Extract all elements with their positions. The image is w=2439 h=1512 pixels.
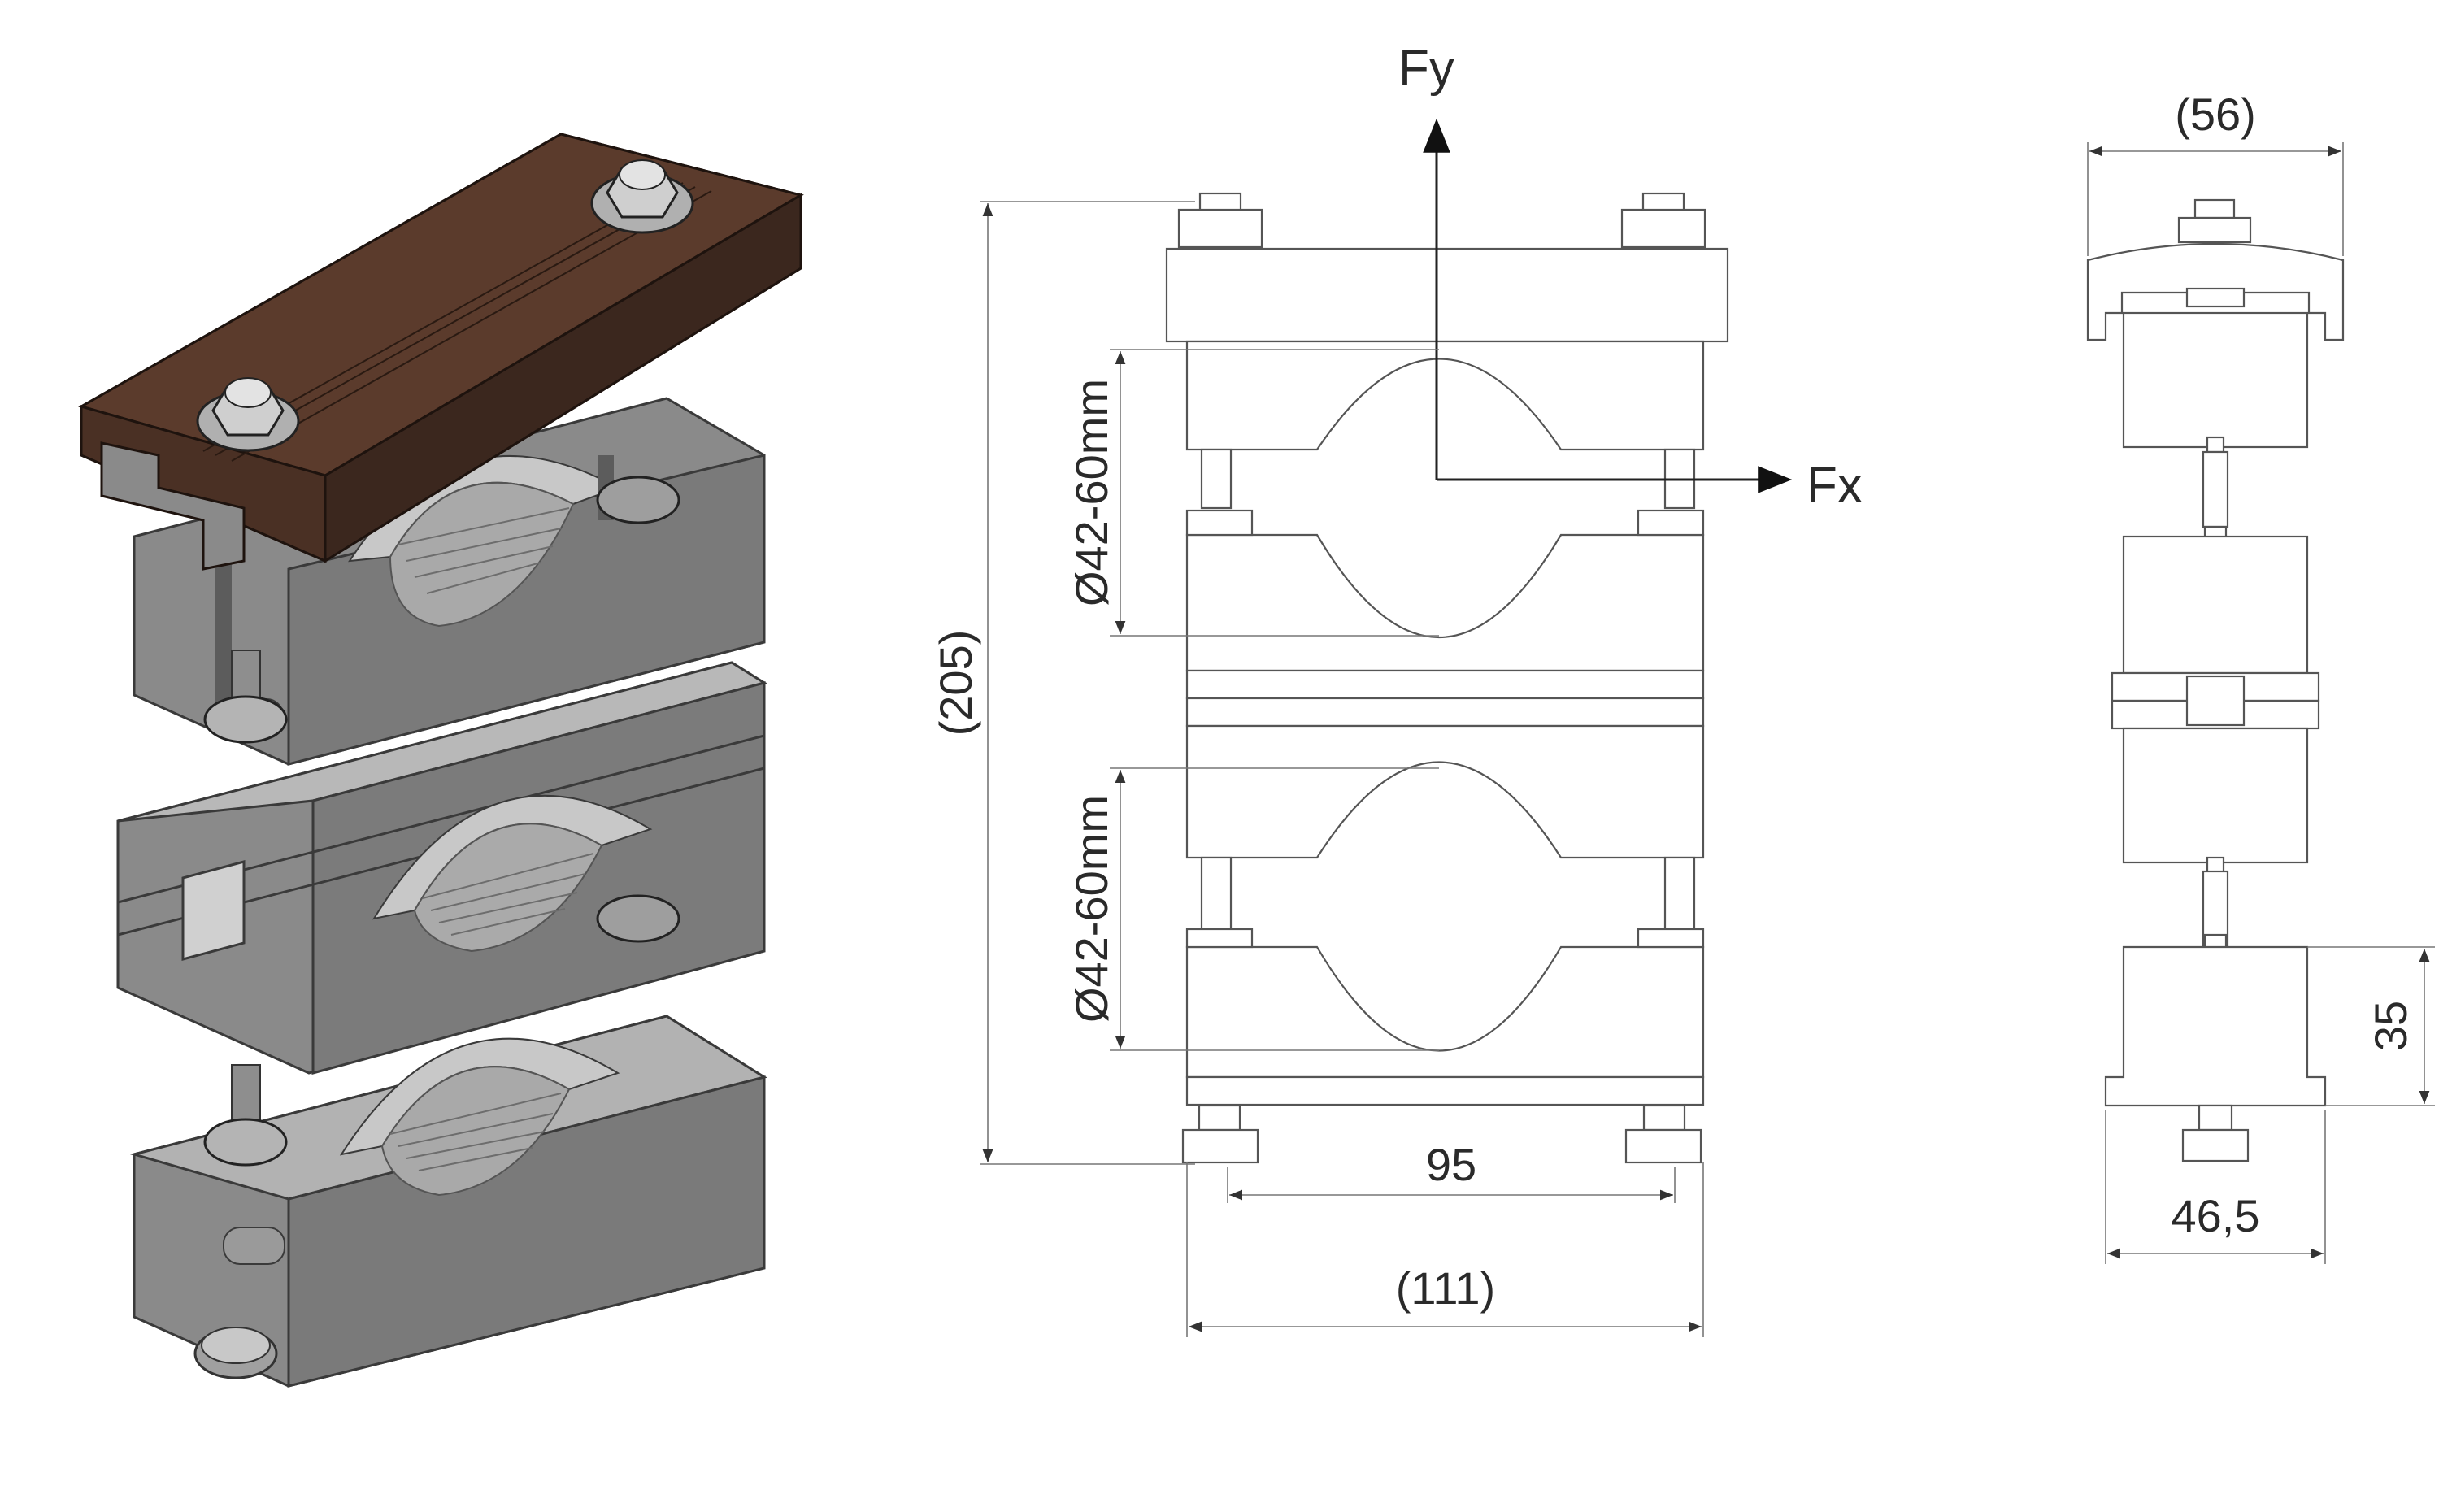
fx-label: Fx	[1806, 458, 1863, 514]
width-dimension: (111)	[1186, 1162, 1704, 1337]
force-axes: Fy Fx	[1398, 41, 1863, 514]
clamp-height-label: 35	[2365, 1001, 2416, 1051]
brown-rail	[78, 133, 804, 571]
upper-clamp-range-label: Ø42-60mm	[1066, 379, 1117, 606]
threaded-rods	[203, 476, 680, 1167]
bottom-width-dimension: 46,5	[2105, 1110, 2326, 1264]
height-dimension: (205)	[930, 201, 1195, 1165]
front-top-bolts	[1177, 192, 1706, 249]
bottom-clamp-block	[129, 1015, 767, 1388]
top-width-label: (56)	[2175, 89, 2256, 140]
middle-spacer	[116, 661, 767, 1075]
width-overall-label: (111)	[1396, 1262, 1495, 1314]
lower-diameter-dimension: Ø42-60mm	[1066, 767, 1439, 1051]
fy-label: Fy	[1398, 41, 1454, 97]
isometric-view	[78, 133, 804, 1388]
upper-diameter-dimension: Ø42-60mm	[1066, 349, 1439, 637]
bolt-spacing-dimension: 95	[1227, 1139, 1676, 1203]
bolt-spacing-label: 95	[1426, 1139, 1476, 1190]
front-view: Fy Fx (205) Ø42-60mm Ø42-60mm	[930, 41, 1863, 1337]
top-bolt-right	[590, 159, 694, 234]
bottom-width-label: 46,5	[2172, 1190, 2260, 1241]
clamp-height-dimension: 35	[2307, 946, 2435, 1106]
lower-clamp-range-label: Ø42-60mm	[1066, 795, 1117, 1023]
top-width-dimension: (56)	[2087, 89, 2344, 256]
top-bolt-left	[196, 377, 300, 452]
side-view: (56) 35 46,5	[2086, 89, 2435, 1264]
height-overall-label: (205)	[930, 630, 981, 736]
